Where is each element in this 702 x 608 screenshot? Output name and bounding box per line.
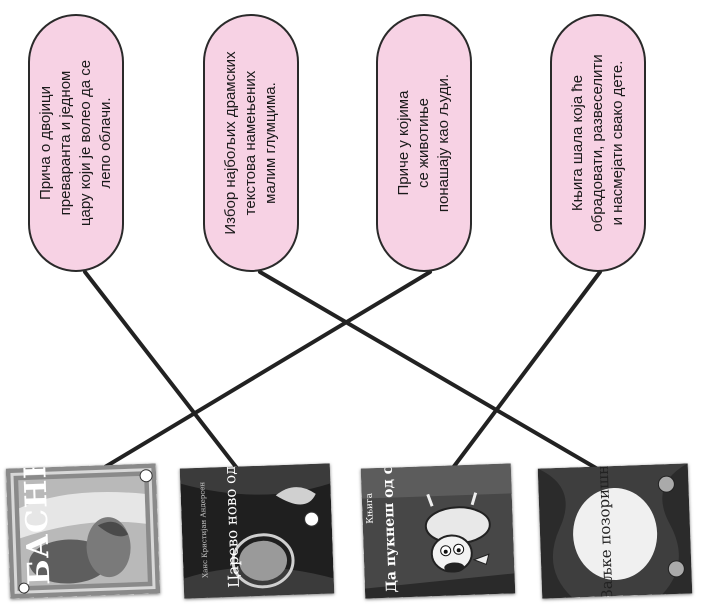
cover-illustration	[5, 463, 161, 599]
connector-line[interactable]	[258, 270, 627, 487]
cover-illustration	[360, 463, 516, 599]
description-text: Књига шала која ће обрадовати, развесели…	[569, 54, 626, 232]
description-pill-1[interactable]: Прича о двојици преваранта и једном цару…	[28, 14, 124, 272]
cover-illustration	[179, 463, 335, 599]
connector-line[interactable]	[73, 270, 432, 487]
description-pill-4[interactable]: Књига шала која ће обрадовати, развесели…	[550, 14, 646, 272]
connector-line[interactable]	[83, 270, 252, 487]
cover-title: БАСНЕ	[17, 463, 58, 586]
description-text: Прича о двојици преваранта и једном цару…	[37, 59, 114, 227]
description-pill-3[interactable]: Приче у којима се животиње понашају као …	[376, 14, 472, 272]
connector-line[interactable]	[438, 270, 602, 487]
description-text: Приче у којима се животиње понашају као …	[395, 73, 452, 213]
cover-illustration	[537, 463, 693, 599]
description-text: Избор најбољих драмских текстова намењен…	[222, 51, 279, 235]
book-cover-carevo-novo-odelo[interactable]: Ханс Кристијан Андерсен Царево ново одел…	[179, 463, 335, 599]
description-pill-2[interactable]: Избор најбољих драмских текстова намењен…	[203, 14, 299, 272]
book-cover-basne[interactable]: БАСНЕ	[5, 463, 161, 599]
book-cover-pozorishnu-igru[interactable]: Ваљке позоришну игру	[537, 463, 693, 599]
book-cover-da-puknesh-od-smeha[interactable]: Књига Да пукнеш од смеха	[360, 463, 516, 599]
